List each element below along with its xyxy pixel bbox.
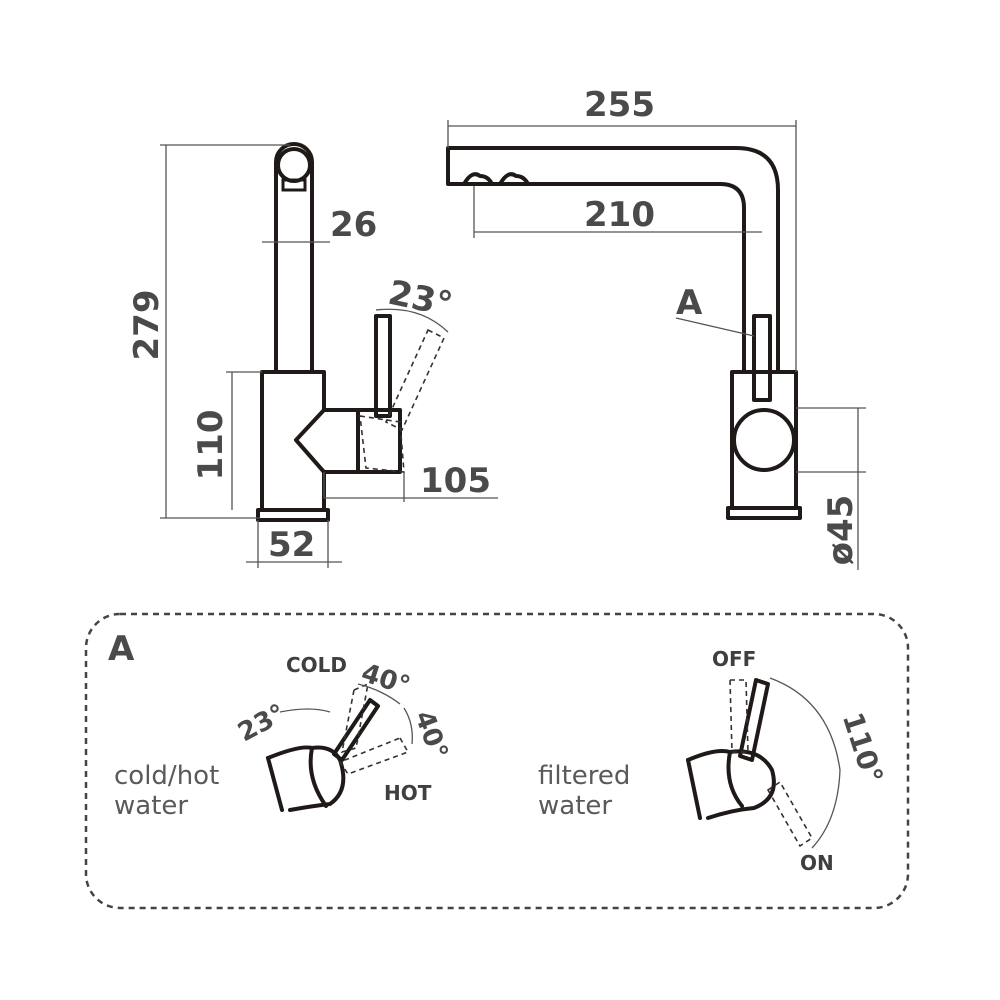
dim-210: 210 [584, 195, 655, 235]
coldhot-lever-hot [338, 736, 410, 775]
side-spout-aerator [281, 178, 307, 192]
detail-cold-hot: COLD HOT 23° 40° 40° cold/hot water [114, 653, 453, 821]
filtered-lever-on [766, 780, 814, 848]
front-lever [752, 314, 772, 402]
coldhot-arc-hot [403, 707, 413, 745]
dim-105: 105 [420, 461, 491, 501]
filtered-body-edge [686, 758, 702, 820]
detail-a-frame [84, 612, 910, 910]
front-body [730, 370, 798, 510]
dim-52: 52 [268, 525, 315, 565]
filtered-lever-off [729, 679, 749, 753]
coldhot-angle-23: 23° [233, 699, 291, 749]
filtered-angle-110: 110° [836, 709, 890, 788]
filtered-lever [738, 678, 770, 762]
front-base-plate [726, 506, 802, 520]
front-lever-knob [732, 408, 796, 472]
dim-23: 23° [385, 273, 456, 326]
dim-279: 279 [127, 290, 167, 361]
coldhot-angle-cold: 40° [358, 658, 414, 702]
side-angle-arc [375, 308, 449, 333]
filtered-seam [726, 750, 744, 808]
side-base-plate [256, 508, 330, 522]
coldhot-body-edge [266, 756, 284, 812]
detail-a-panel: A COLD HOT 23° 40° 40° cold/hot water [84, 612, 910, 910]
front-nozzle-right [498, 172, 530, 186]
side-lever-tilted-cap [359, 415, 405, 473]
side-body [260, 370, 402, 512]
coldhot-caption-2: water [114, 791, 188, 821]
filtered-arc-110 [769, 677, 841, 849]
coldhot-caption-1: cold/hot [114, 761, 219, 791]
side-lever-cap [294, 408, 326, 474]
cold-label: COLD [286, 653, 347, 677]
coldhot-seam [308, 746, 328, 808]
dim-26: 26 [330, 205, 377, 245]
detail-filtered: OFF ON 110° filtered water [538, 647, 890, 875]
side-lever-tilted [384, 328, 446, 432]
front-view: 255 210 A ø45 [446, 85, 866, 570]
detail-a-title: A [108, 629, 135, 669]
front-spout-arm [446, 146, 780, 374]
filtered-caption-1: filtered [538, 761, 630, 791]
coldhot-arc-23 [279, 708, 331, 713]
side-spout-head [276, 147, 312, 183]
side-lever-handle [374, 314, 392, 418]
off-label: OFF [712, 647, 756, 671]
filtered-body [686, 749, 776, 820]
hot-label: HOT [384, 781, 432, 805]
coldhot-arc-cold [357, 683, 401, 705]
side-spout-pipe [274, 142, 314, 374]
detail-a-leader [675, 317, 755, 337]
dim-110: 110 [191, 410, 231, 481]
on-label: ON [800, 851, 834, 875]
filtered-caption-2: water [538, 791, 612, 821]
detail-a-marker: A [676, 283, 703, 323]
coldhot-lever [332, 698, 380, 762]
side-view: 279 110 26 105 52 23° [127, 142, 498, 568]
dim-255: 255 [584, 85, 655, 125]
dim-45: ø45 [821, 495, 861, 566]
front-nozzle-left [462, 172, 494, 186]
coldhot-angle-hot: 40° [408, 707, 453, 763]
